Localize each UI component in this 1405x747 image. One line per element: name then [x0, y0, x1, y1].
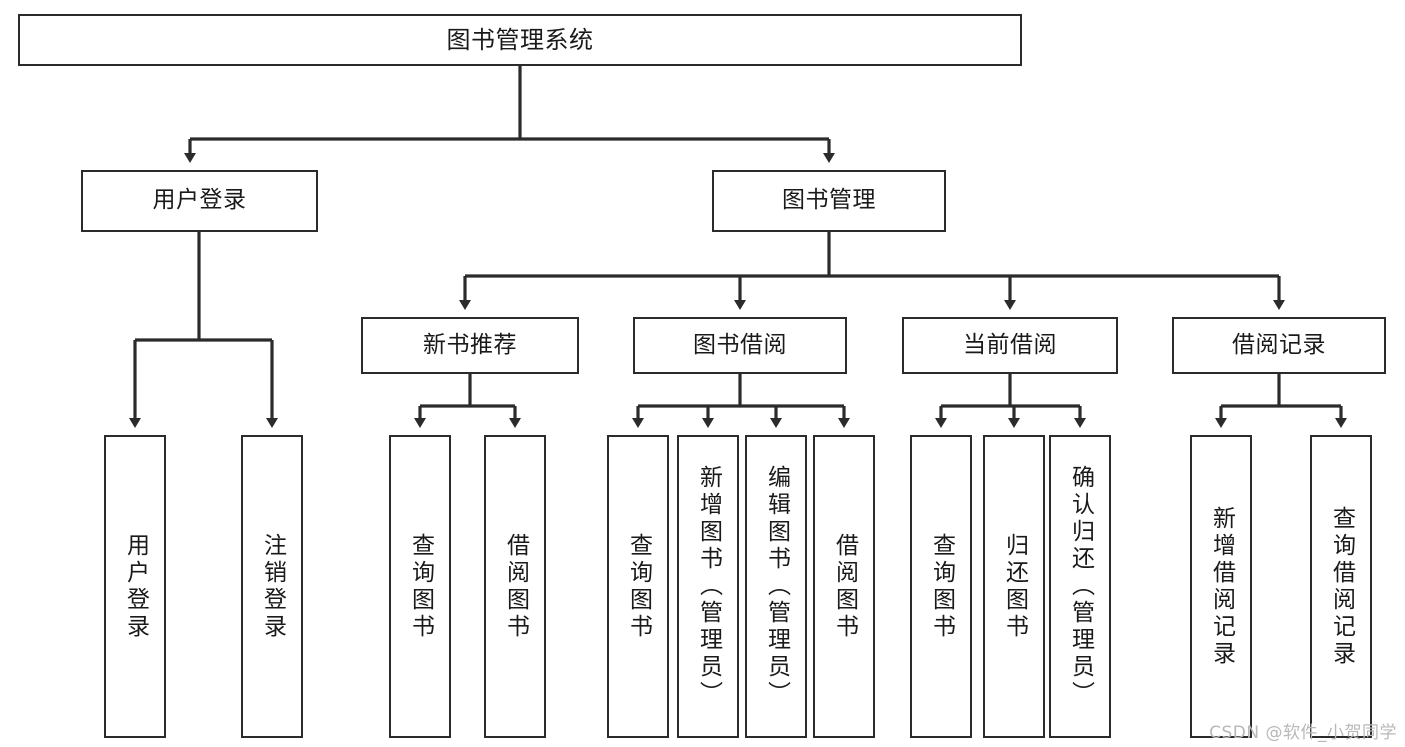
- leaf-user-login[interactable]: 用户登录: [104, 435, 166, 738]
- leaf-user-login-label: 用户登录: [122, 532, 149, 641]
- node-book-manage-label: 图书管理: [782, 187, 876, 214]
- node-new-book-recommend[interactable]: 新书推荐: [361, 317, 579, 374]
- leaf-query-book-1-label: 查询图书: [407, 532, 434, 641]
- leaf-confirm-return-label: 确认归还（管理员）: [1067, 465, 1094, 708]
- node-current-borrow-label: 当前借阅: [963, 331, 1057, 358]
- watermark: CSDN @软件_小贺同学: [1209, 723, 1397, 743]
- node-borrow-record[interactable]: 借阅记录: [1172, 317, 1386, 374]
- node-book-borrow-label: 图书借阅: [693, 331, 787, 358]
- leaf-add-book-label: 新增图书（管理员）: [695, 465, 722, 708]
- leaf-query-book-2[interactable]: 查询图书: [607, 435, 669, 738]
- node-user-login[interactable]: 用户登录: [81, 170, 318, 232]
- leaf-edit-book-label: 编辑图书（管理员）: [763, 465, 790, 708]
- leaf-query-record-label: 查询借阅记录: [1328, 505, 1355, 668]
- leaf-confirm-return[interactable]: 确认归还（管理员）: [1049, 435, 1111, 738]
- leaf-query-record[interactable]: 查询借阅记录: [1310, 435, 1372, 738]
- leaf-query-book-3[interactable]: 查询图书: [910, 435, 972, 738]
- leaf-query-book-3-label: 查询图书: [928, 532, 955, 641]
- leaf-borrow-book-2-label: 借阅图书: [831, 532, 858, 641]
- leaf-borrow-book-1-label: 借阅图书: [502, 532, 529, 641]
- node-user-login-label: 用户登录: [152, 187, 247, 214]
- node-borrow-record-label: 借阅记录: [1232, 331, 1326, 358]
- node-current-borrow[interactable]: 当前借阅: [902, 317, 1118, 374]
- leaf-add-record-label: 新增借阅记录: [1208, 505, 1235, 668]
- leaf-user-logout[interactable]: 注销登录: [241, 435, 303, 738]
- leaf-query-book-1[interactable]: 查询图书: [389, 435, 451, 738]
- node-new-book-recommend-label: 新书推荐: [423, 331, 517, 358]
- leaf-add-book[interactable]: 新增图书（管理员）: [677, 435, 739, 738]
- leaf-user-logout-label: 注销登录: [259, 532, 286, 641]
- leaf-query-book-2-label: 查询图书: [625, 532, 652, 641]
- leaf-return-book-label: 归还图书: [1001, 532, 1028, 641]
- node-book-borrow[interactable]: 图书借阅: [633, 317, 847, 374]
- leaf-borrow-book-1[interactable]: 借阅图书: [484, 435, 546, 738]
- leaf-borrow-book-2[interactable]: 借阅图书: [813, 435, 875, 738]
- leaf-add-record[interactable]: 新增借阅记录: [1190, 435, 1252, 738]
- node-root-label: 图书管理系统: [446, 25, 594, 54]
- node-book-manage[interactable]: 图书管理: [712, 170, 946, 232]
- leaf-return-book[interactable]: 归还图书: [983, 435, 1045, 738]
- leaf-edit-book[interactable]: 编辑图书（管理员）: [745, 435, 807, 738]
- node-root[interactable]: 图书管理系统: [18, 14, 1022, 66]
